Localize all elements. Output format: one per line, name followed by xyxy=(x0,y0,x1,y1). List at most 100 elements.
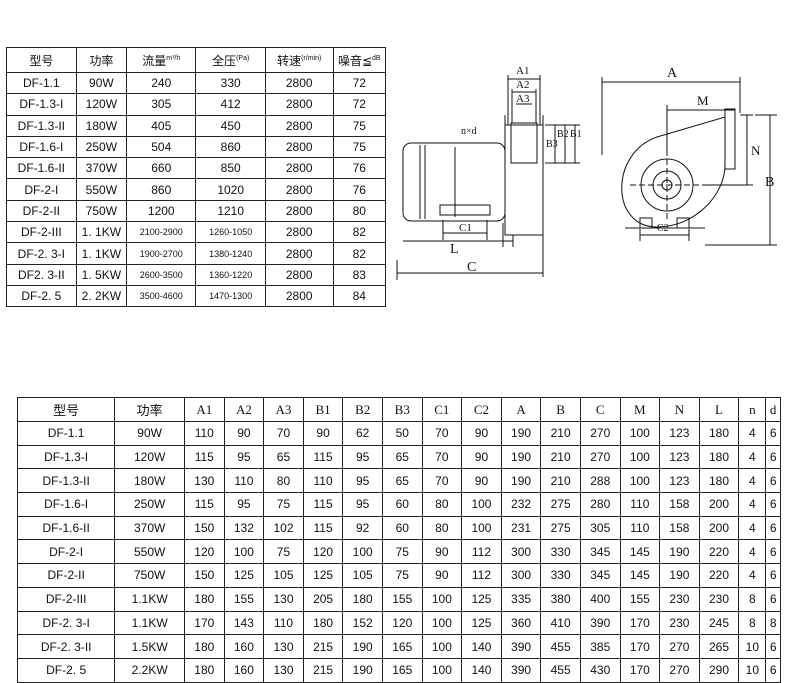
perf-table-cell: 2800 xyxy=(264,93,334,116)
dims-table-cell: 143 xyxy=(223,610,265,636)
dims-table-cell: 2.2KW xyxy=(114,657,185,683)
dims-table-cell: 270 xyxy=(659,634,700,659)
perf-header-label: 流量 xyxy=(142,53,167,68)
dims-header-cell: A xyxy=(500,397,542,422)
dims-table-cell: 90 xyxy=(461,444,502,470)
dims-table-cell: 390 xyxy=(500,634,542,659)
dims-table-cell: DF-1.6-I xyxy=(16,492,116,517)
perf-header-cell: 流量m³/h xyxy=(126,47,197,73)
dims-table-cell: 80 xyxy=(421,515,463,541)
perf-header-unit: dB xyxy=(372,54,381,62)
perf-table-cell: 1020 xyxy=(195,178,266,201)
dims-table-cell: 430 xyxy=(579,657,621,683)
dims-table-cell: 335 xyxy=(500,586,542,612)
dims-table-cell: 123 xyxy=(659,468,700,494)
perf-header-cell: 全压(Pa) xyxy=(195,47,266,73)
dims-table-cell: 280 xyxy=(579,492,621,517)
dims-header-cell: 功率 xyxy=(114,397,185,422)
dims-table-cell: 6 xyxy=(765,657,781,683)
dims-table-cell: 130 xyxy=(263,586,304,612)
dims-header-cell: A3 xyxy=(263,397,304,422)
dims-table-cell: 4 xyxy=(738,563,767,588)
perf-header-cell: 噪音≦dB xyxy=(332,47,386,73)
dims-table-cell: 100 xyxy=(421,634,463,659)
perf-table-cell: 860 xyxy=(126,178,197,201)
dims-table-cell: 455 xyxy=(540,634,581,659)
dims-table-cell: 130 xyxy=(263,634,304,659)
perf-table-cell: 72 xyxy=(332,71,386,95)
dims-table-cell: 95 xyxy=(342,444,383,470)
dims-table-cell: 400 xyxy=(579,586,621,612)
dims-table-cell: 150 xyxy=(184,515,225,541)
dims-table-cell: 270 xyxy=(659,657,700,683)
dims-table-cell: 120 xyxy=(381,610,423,636)
perf-table-cell: 2100-2900 xyxy=(126,221,197,244)
label-a1: A1 xyxy=(516,65,529,77)
dims-table-cell: 6 xyxy=(765,539,781,565)
dims-table-cell: 205 xyxy=(302,586,344,612)
perf-table-cell: 2800 xyxy=(264,221,334,244)
perf-table-cell: 250W xyxy=(75,135,128,159)
perf-header-unit: m³/h xyxy=(166,54,181,62)
perf-header-cell: 功率 xyxy=(75,47,128,73)
dims-table-cell: 10 xyxy=(738,634,767,659)
perf-table-cell: 450 xyxy=(195,114,266,137)
dims-table-cell: 330 xyxy=(540,539,581,565)
dims-table-cell: 190 xyxy=(659,539,700,565)
dims-table-cell: 80 xyxy=(421,492,463,517)
perf-table-cell: 860 xyxy=(195,135,266,159)
dims-table-cell: 180 xyxy=(698,421,740,446)
dims-table-cell: 75 xyxy=(381,563,423,588)
dims-table-cell: 125 xyxy=(223,563,265,588)
perf-table-cell: 660 xyxy=(126,157,197,180)
dims-table-cell: 75 xyxy=(263,492,304,517)
dims-table-cell: 215 xyxy=(302,634,344,659)
dims-table-cell: 170 xyxy=(184,610,225,636)
label-c2: C2 xyxy=(657,223,669,234)
dims-table-cell: 180 xyxy=(184,586,225,612)
perf-header-unit: (r/min) xyxy=(301,54,322,62)
dims-table-cell: 305 xyxy=(579,515,621,541)
label-a2: A2 xyxy=(516,79,529,91)
dims-table-cell: 65 xyxy=(263,444,304,470)
perf-table-cell: 1380-1240 xyxy=(195,242,266,265)
dims-table-cell: 80 xyxy=(263,468,304,494)
dims-table-cell: 410 xyxy=(540,610,581,636)
dims-table-cell: 132 xyxy=(223,515,265,541)
dims-header-cell: C1 xyxy=(421,397,463,422)
dims-table-cell: 190 xyxy=(500,444,542,470)
dims-table-cell: 70 xyxy=(263,421,304,446)
dims-table-cell: 4 xyxy=(738,515,767,541)
perf-table-cell: DF-1.6-II xyxy=(6,157,77,180)
dims-table-cell: 385 xyxy=(579,634,621,659)
dims-table-cell: 100 xyxy=(342,539,383,565)
dims-table-cell: 90W xyxy=(114,421,185,446)
perf-table-cell: DF-1.3-I xyxy=(6,93,77,116)
dims-table-cell: 160 xyxy=(223,634,265,659)
dims-header-cell: L xyxy=(698,397,740,422)
dims-table-cell: 6 xyxy=(765,421,781,446)
dims-header-cell: B2 xyxy=(342,397,383,422)
dims-table-cell: 270 xyxy=(579,444,621,470)
perf-table-cell: 2800 xyxy=(264,284,334,308)
dims-table-cell: 70 xyxy=(421,444,463,470)
dims-table-cell: 6 xyxy=(765,492,781,517)
label-m: M xyxy=(697,93,709,108)
dims-table-cell: 158 xyxy=(659,515,700,541)
dims-table-cell: 75 xyxy=(263,539,304,565)
dims-table-cell: 110 xyxy=(223,468,265,494)
dims-table-cell: 110 xyxy=(302,468,344,494)
dims-table-cell: 90 xyxy=(421,563,463,588)
dims-table-cell: 180W xyxy=(114,468,185,494)
dims-table-cell: 100 xyxy=(461,515,502,541)
